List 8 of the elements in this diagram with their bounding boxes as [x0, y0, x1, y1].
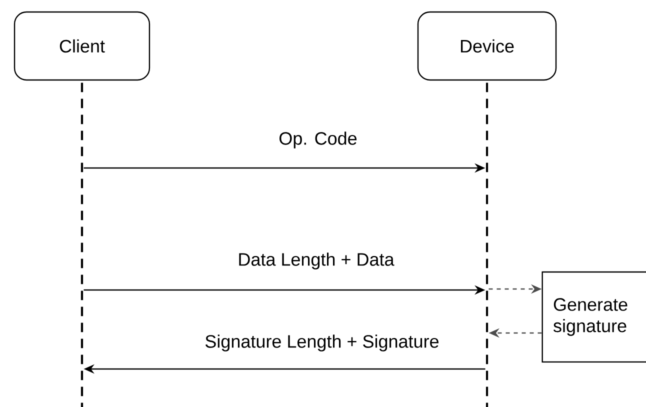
- edge-label: Signature Length + Signature: [203, 333, 441, 353]
- edge-label: Data Length + Data: [236, 251, 396, 271]
- participant-box: Device: [417, 11, 557, 81]
- edge-label: Op. Code: [277, 130, 359, 150]
- process-box: Generate signature: [542, 271, 646, 363]
- participant-box: Client: [14, 11, 150, 81]
- lifeline: [486, 82, 488, 407]
- lifeline: [80, 82, 84, 407]
